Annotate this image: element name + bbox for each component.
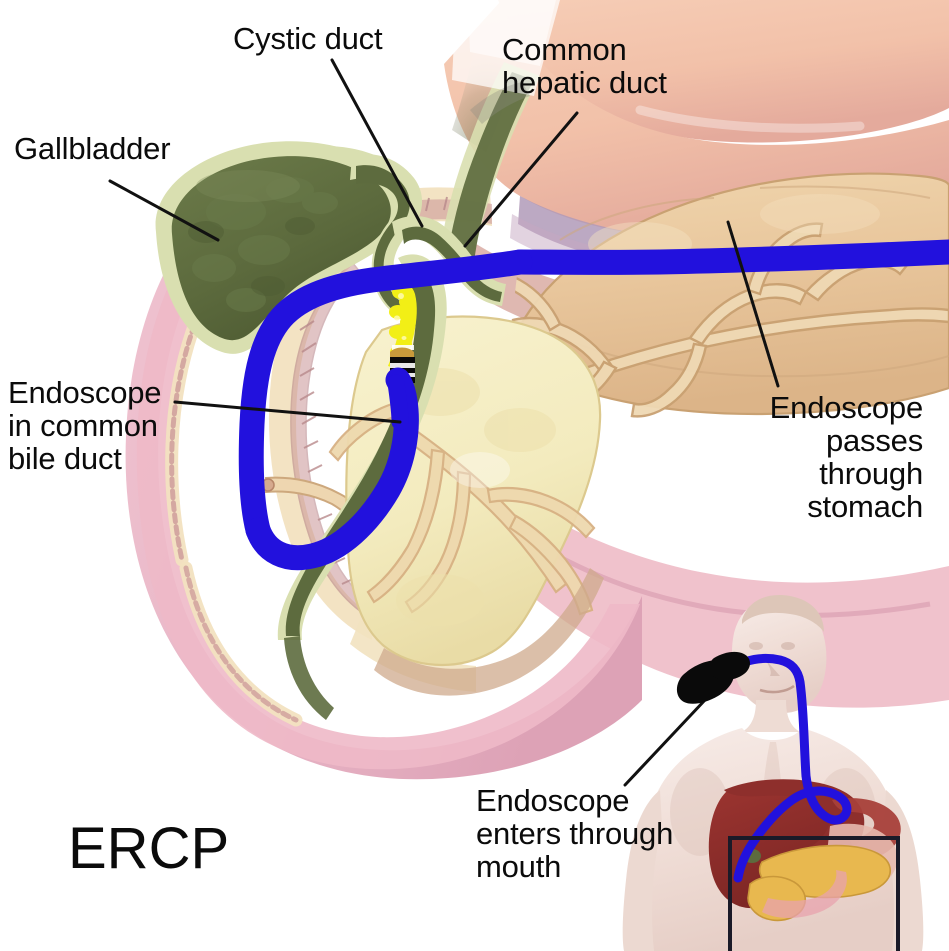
inset-highlight-box [728,836,900,951]
gallbladder [155,141,413,354]
human-figure-inset [622,595,924,951]
label-endoscope-enters-through-mouth: Endoscope enters through mouth [476,783,674,884]
pancreas-leader [726,220,780,388]
label-gallbladder: Gallbladder [14,131,171,166]
inset-endoscope [723,653,852,883]
gallbladder-leader [108,179,220,242]
label-endoscope-passes-through-stomach: Endoscope passes through stomach [769,390,924,524]
mouth-leader [623,698,707,787]
face-features [749,642,795,676]
label-common-hepatic-duct: Common hepatic duct [502,32,667,100]
inset-duodenum [762,870,847,918]
figure-title: ERCP [68,816,230,881]
cystic-duct-leader [330,58,424,228]
cystic-duct [350,154,423,322]
label-endoscope-in-common-bile-duct: Endoscope in common bile duct [8,375,162,476]
endoscope-tip-segment [387,374,409,431]
common-hepatic-duct [440,0,560,268]
common-hepatic-duct-leader [463,111,579,248]
endoscope-cbd-leader [173,400,402,424]
label-cystic-duct: Cystic duct [233,21,383,56]
leader-lines [108,58,780,787]
